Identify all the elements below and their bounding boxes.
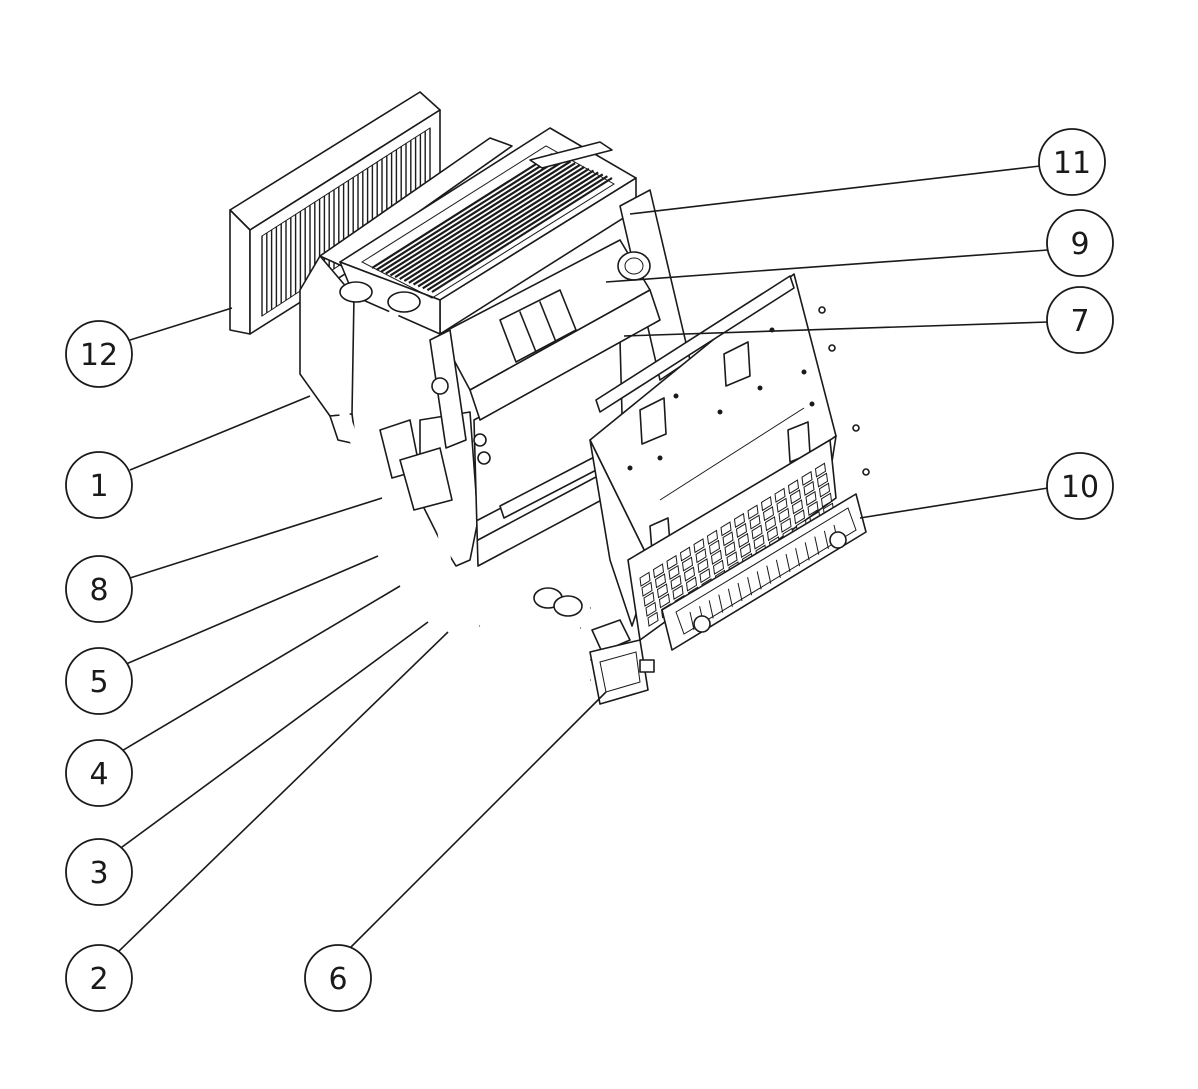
callout-9: 9 (1046, 209, 1114, 277)
leader-6 (349, 691, 607, 949)
callout-10: 10 (1046, 452, 1114, 520)
air-filter (229, 91, 441, 335)
callout-4: 4 (65, 739, 133, 807)
callout-5: 5 (65, 647, 133, 715)
callout-5-label: 5 (89, 665, 108, 700)
callout-4-label: 4 (89, 757, 108, 792)
leader-12 (129, 307, 233, 341)
front-grille (627, 439, 867, 651)
callout-7: 7 (1046, 286, 1114, 354)
callout-1: 1 (65, 451, 133, 519)
callout-8-label: 8 (89, 573, 108, 608)
leader-10 (859, 487, 1049, 519)
callout-12-label: 12 (80, 338, 118, 373)
callout-3-label: 3 (89, 856, 108, 891)
callout-10-label: 10 (1061, 470, 1099, 505)
callout-11: 11 (1038, 128, 1106, 196)
screws (818, 306, 870, 476)
leader-11 (629, 165, 1041, 215)
callout-12: 12 (65, 320, 133, 388)
callout-7-label: 7 (1070, 304, 1089, 339)
callout-6-label: 6 (328, 962, 347, 997)
callout-11-label: 11 (1053, 146, 1091, 181)
coolant-hoses (331, 281, 591, 690)
leader-lines (117, 165, 1049, 953)
callout-6: 6 (304, 944, 372, 1012)
callout-8: 8 (65, 555, 133, 623)
heater-core-housing (319, 127, 637, 335)
callout-2-label: 2 (89, 962, 108, 997)
callout-9-label: 9 (1070, 227, 1089, 262)
leader-9 (605, 249, 1049, 283)
leader-2 (117, 631, 449, 953)
callout-1-label: 1 (89, 469, 108, 504)
water-valve (589, 619, 655, 705)
leader-4 (119, 585, 401, 753)
leader-3 (117, 621, 429, 851)
leader-7 (623, 321, 1049, 337)
blower-assembly (429, 239, 661, 465)
leader-5 (125, 555, 379, 665)
leader-8 (129, 497, 383, 579)
callout-3: 3 (65, 838, 133, 906)
callout-2: 2 (65, 944, 133, 1012)
leader-1 (129, 395, 311, 471)
